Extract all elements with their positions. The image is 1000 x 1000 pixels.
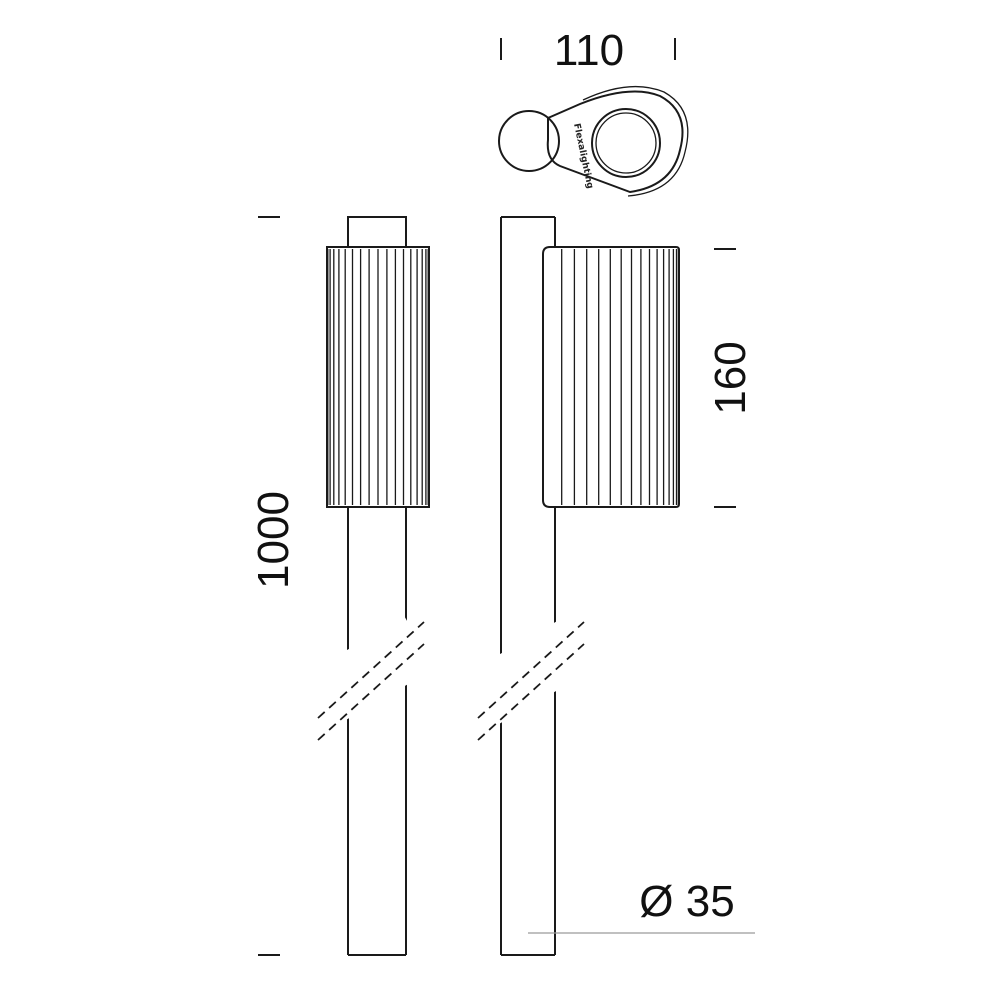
side-shade-body	[542, 246, 680, 508]
front-break-mark	[309, 616, 435, 741]
shade-height-dimension: 160	[706, 248, 755, 508]
bracket-outline	[546, 90, 684, 194]
side-break-line-2	[477, 643, 585, 741]
total-height-dimension: 1000	[249, 216, 298, 956]
shade-height-label: 160	[706, 341, 755, 414]
brand-mark: Flexalighting	[571, 123, 595, 190]
front-shade	[326, 246, 430, 508]
side-shade-ribs	[561, 249, 680, 505]
diameter-callout: Ø 35	[528, 877, 755, 934]
total-height-label: 1000	[249, 491, 298, 589]
shade-opening-inner	[595, 112, 657, 174]
pole-section-circle	[498, 110, 560, 172]
bracket-knurled-edge	[582, 85, 689, 197]
front-shade-body	[326, 246, 430, 508]
side-break-line-1	[477, 621, 585, 719]
top-plan-view: Flexalighting	[498, 85, 689, 197]
front-break-line-1	[317, 621, 425, 719]
front-view	[309, 216, 435, 956]
side-view	[469, 216, 680, 956]
front-pole-cap	[347, 216, 407, 248]
top-width-label: 110	[554, 26, 624, 75]
side-shade	[542, 246, 680, 508]
front-shade-ribs	[327, 249, 429, 505]
diameter-label: Ø 35	[639, 877, 734, 926]
side-break-mark	[469, 616, 595, 741]
front-break-line-2	[317, 643, 425, 741]
shade-opening-outer	[591, 108, 661, 178]
top-width-dimension: 110	[500, 26, 676, 75]
